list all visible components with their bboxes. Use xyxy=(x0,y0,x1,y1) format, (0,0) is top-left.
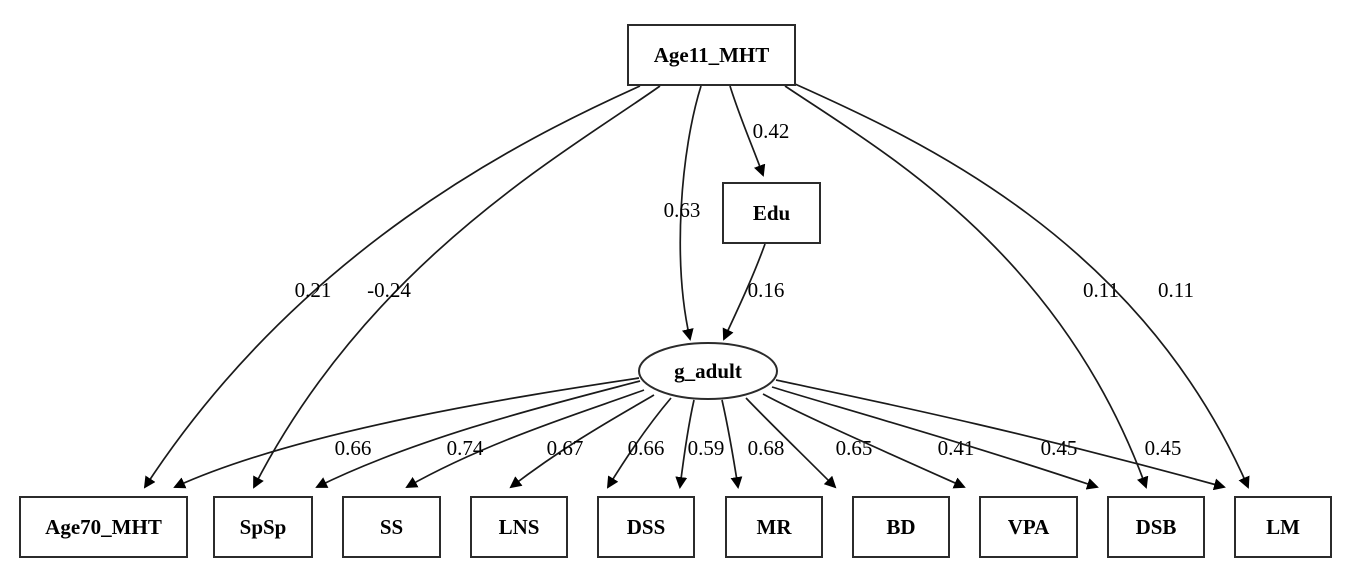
node-label-dss: DSS xyxy=(627,515,666,539)
edge-gadult-to-ss: 0.74 xyxy=(405,389,645,488)
edge-gadult-to-mr: 0.59 xyxy=(675,399,725,489)
edge-label-gadult-dsb3: 0.45 xyxy=(1041,436,1078,460)
edge-gadult-to-lm: 0.45 xyxy=(775,379,1226,491)
node-lns[interactable]: LNS xyxy=(470,496,568,558)
edge-gadult-to-dss: 0.66 xyxy=(606,397,672,489)
node-lm[interactable]: LM xyxy=(1234,496,1332,558)
edge-age11mht-to-lm: 0.11 xyxy=(794,83,1250,489)
edge-label-gadult-ss: 0.74 xyxy=(447,436,484,460)
edge-label-age11-gadult: 0.63 xyxy=(664,198,701,222)
node-label-vpa: VPA xyxy=(1008,515,1050,539)
edge-gadult-to-dsb3: 0.45 xyxy=(771,386,1099,490)
node-vpa[interactable]: VPA xyxy=(979,496,1078,558)
edge-gadult-to-age70mht xyxy=(173,377,640,489)
edge-label-gadult-dss: 0.66 xyxy=(628,436,665,460)
node-label-dsb: DSB xyxy=(1136,515,1177,539)
node-age11-mht[interactable]: Age11_MHT xyxy=(627,24,796,86)
node-dss[interactable]: DSS xyxy=(597,496,695,558)
node-label-spsp: SpSp xyxy=(240,515,287,539)
node-edu[interactable]: Edu xyxy=(722,182,821,244)
node-label-lm: LM xyxy=(1266,515,1300,539)
edge-label-gadult-dsb2: 0.41 xyxy=(938,436,975,460)
edge-label-gadult-lns: 0.67 xyxy=(547,436,584,460)
node-age70-mht[interactable]: Age70_MHT xyxy=(19,496,188,558)
edge-age11mht-to-spsp: -0.24 xyxy=(253,85,661,489)
node-spsp[interactable]: SpSp xyxy=(213,496,313,558)
node-ss[interactable]: SS xyxy=(342,496,441,558)
edge-label-age11-edu: 0.42 xyxy=(753,119,790,143)
edge-label-gadult-mr: 0.59 xyxy=(688,436,725,460)
node-dsb[interactable]: DSB xyxy=(1107,496,1205,558)
node-label-edu: Edu xyxy=(753,201,791,225)
edge-gadult-to-lns: 0.67 xyxy=(509,394,655,489)
edge-gadult-to-bd: 0.68 xyxy=(721,399,785,489)
node-label-ss: SS xyxy=(380,515,403,539)
node-mr[interactable]: MR xyxy=(725,496,823,558)
node-label-age11-mht: Age11_MHT xyxy=(654,43,770,67)
node-bd[interactable]: BD xyxy=(852,496,950,558)
edge-label-age11-dsb: 0.11 xyxy=(1083,278,1119,302)
node-label-mr: MR xyxy=(757,515,793,539)
edge-gadult-to-dsb2: 0.41 xyxy=(762,393,975,489)
edge-age11mht-to-gadult: 0.63 xyxy=(664,85,702,341)
edge-label-gadult-lm: 0.45 xyxy=(1145,436,1182,460)
edge-label-gadult-vpa: 0.65 xyxy=(836,436,873,460)
edge-label-gadult-bd: 0.68 xyxy=(748,436,785,460)
edge-label-age11-spsp: -0.24 xyxy=(367,278,411,302)
edge-edu-to-gadult: 0.16 xyxy=(722,243,785,341)
node-label-lns: LNS xyxy=(499,515,540,539)
edge-gadult-to-spsp: 0.66 xyxy=(315,380,641,488)
edge-label-gadult-spsp: 0.66 xyxy=(335,436,372,460)
edge-age11mht-to-edu: 0.42 xyxy=(729,85,790,177)
node-label-g-adult: g_adult xyxy=(674,359,742,383)
edge-age11mht-to-age70mht: 0.21 xyxy=(143,85,641,489)
edge-age11mht-to-dsb: 0.11 xyxy=(784,85,1149,489)
edge-gadult-to-vpa: 0.65 xyxy=(745,397,873,489)
edge-label-age11-lm: 0.11 xyxy=(1158,278,1194,302)
node-label-bd: BD xyxy=(886,515,915,539)
node-label-age70-mht: Age70_MHT xyxy=(45,515,162,539)
edge-label-age11-age70: 0.21 xyxy=(295,278,332,302)
edge-label-edu-gadult: 0.16 xyxy=(748,278,785,302)
node-g-adult[interactable]: g_adult xyxy=(638,342,778,400)
